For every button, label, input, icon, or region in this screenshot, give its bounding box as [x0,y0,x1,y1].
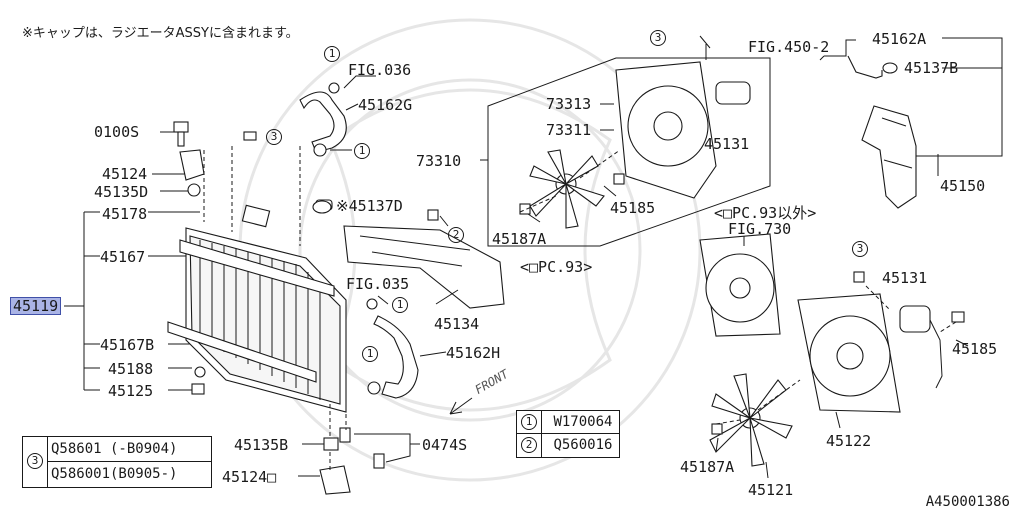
radiator-upper-tank [179,239,335,297]
part-label-45137d[interactable]: ※45137D [336,197,403,215]
ref-label-fig450-2[interactable]: FIG.450-2 [748,38,830,56]
fan-motor-45131 [715,81,751,105]
callout-1-icon: 1 [354,143,370,159]
callout-1-hose-clamp: 1 [392,296,410,313]
callout-1-icon: 1 [392,297,408,313]
callout-1-lower-clamp: 1 [354,142,372,159]
part-label-45125[interactable]: 45125 [108,382,154,400]
part-label-45122[interactable]: 45122 [826,432,872,450]
part-label-45162g[interactable]: 45162G [358,96,413,114]
part-label-45167[interactable]: 45167 [100,248,146,266]
fastener-legend-row: 2 Q560016 [521,437,612,453]
callout-3-icon: 3 [852,241,868,257]
radiator-seal-45167b [167,321,317,383]
fastener-code: Q560016 [553,437,613,453]
part-label-45135b[interactable]: 45135B [234,436,289,454]
bracket-45124d [319,465,351,495]
bolt-variant-legend: 3 Q58601 (-B0904) Q586001(B0905-) [22,436,212,488]
callout-2-shroud-bolt: 2 [448,226,466,243]
fastener-code: W170064 [553,414,613,430]
upper-hose-45162g [299,91,347,153]
callout-3-fan-bolt: 3 [650,29,668,46]
cushion-45135b [323,437,339,451]
callout-1-icon: 1 [362,346,378,362]
callout-3-icon: 3 [27,453,43,469]
part-label-45162h[interactable]: 45162H [446,344,501,362]
part-label-45121[interactable]: 45121 [748,481,794,499]
bolt-variant-row: Q58601 (-B0904) [51,441,178,457]
fan-blades-45121 [709,373,793,467]
callout-1-icon: 1 [521,414,537,430]
shroud-45134 [343,225,505,309]
part-label-0474s[interactable]: 0474S [422,436,468,454]
overflow-hose-45162a [847,55,883,79]
callout-3-fan2-bolt: 3 [852,240,870,257]
part-label-45178[interactable]: 45178 [102,205,148,223]
ref-label-fig036[interactable]: FIG.036 [348,61,412,79]
callout-3-bolt-top: 3 [266,128,284,145]
part-label-73313[interactable]: 73313 [546,95,592,113]
diagram-id: A450001386 [925,494,1010,510]
part-label-45185-std[interactable]: 45185 [952,340,998,358]
fan-blades-73311 [529,149,605,229]
callout-2-icon: 2 [521,437,537,453]
part-label-45134[interactable]: 45134 [434,315,480,333]
fastener-legend-row: 1 W170064 [521,414,612,430]
part-label-45135d[interactable]: 45135D [94,183,149,201]
pc93-outline [487,57,771,247]
ref-label-fig035[interactable]: FIG.035 [346,275,410,293]
part-label-45131-pc93[interactable]: 45131 [704,135,750,153]
part-label-45167b[interactable]: 45167B [100,336,155,354]
part-label-45187a-std[interactable]: 45187A [680,458,735,476]
part-label-45124d[interactable]: 45124□ [222,468,277,486]
lower-hose-45162h [373,315,419,399]
callout-3-icon: 3 [650,30,666,46]
part-label-73310[interactable]: 73310 [416,152,462,170]
callout-3-icon: 3 [266,129,282,145]
fan-motor-45131b [899,305,931,333]
callout-1-lower-hose-clamp: 1 [362,345,380,362]
part-label-45137b[interactable]: 45137B [904,59,959,77]
fastener-legend: 1 W170064 2 Q560016 [516,410,620,458]
bolt-variant-row: Q586001(B0905-) [51,466,178,482]
part-label-45131-std[interactable]: 45131 [882,269,928,287]
part-label-45119-highlighted[interactable]: 45119 [10,297,62,315]
part-label-45124[interactable]: 45124 [102,165,148,183]
callout-2-icon: 2 [448,227,464,243]
part-label-45162a[interactable]: 45162A [872,30,927,48]
part-label-73311[interactable]: 73311 [546,121,592,139]
ref-label-fig730[interactable]: FIG.730 [728,220,792,238]
part-label-0100s[interactable]: 0100S [94,123,140,141]
variant-label-non-pc93: <□PC.93以外> [714,204,817,222]
assembly-note: ※キャップは、ラジエータASSYに含まれます。 [22,26,299,41]
callout-1-icon: 1 [324,46,340,62]
part-label-45188[interactable]: 45188 [108,360,154,378]
part-label-45187a-pc93[interactable]: 45187A [492,230,547,248]
reserve-tank-45150 [861,105,917,209]
part-label-45185-pc93[interactable]: 45185 [610,199,656,217]
bolt-variant-callout: 3 [27,453,45,469]
variant-label-pc93: <□PC.93> [520,258,593,276]
part-label-45150[interactable]: 45150 [940,177,986,195]
callout-1-upper-clamp: 1 [324,45,342,62]
